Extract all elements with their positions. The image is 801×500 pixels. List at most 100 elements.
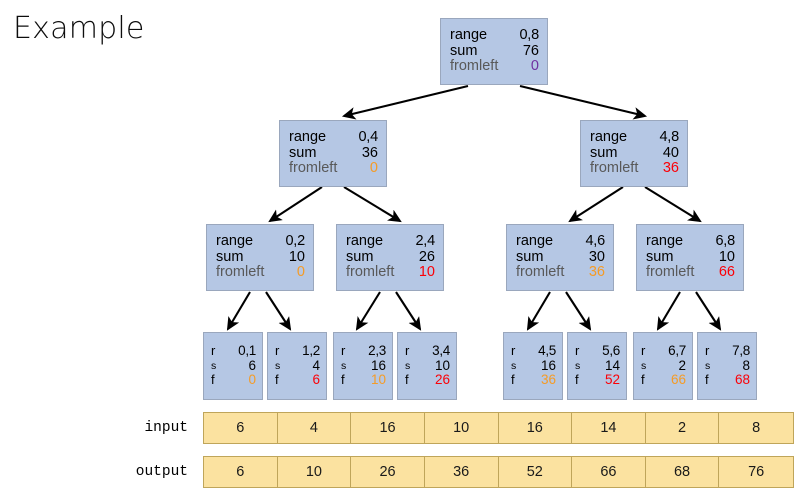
node-value-range: 0,4 (358, 129, 378, 146)
tree-node-l1-0[interactable]: range 0,4 sum 36 fromleft 0 (279, 120, 387, 187)
leaf-key-s: s (211, 359, 217, 372)
output-cell[interactable]: 6 (204, 457, 278, 487)
node-row-fromleft: fromleft 66 (637, 265, 743, 281)
leaf-row-sum: s 14 (568, 357, 626, 374)
output-cell[interactable]: 66 (572, 457, 646, 487)
tree-leaf-5[interactable]: r 5,6 s 14 f 52 (567, 332, 627, 400)
leaf-key-s: s (641, 359, 647, 372)
leaf-value-sum: 10 (434, 357, 450, 373)
input-cell[interactable]: 10 (425, 413, 499, 443)
output-cell[interactable]: 26 (351, 457, 425, 487)
node-key-range: range (289, 129, 327, 146)
input-cell[interactable]: 16 (499, 413, 573, 443)
tree-node-l1-1[interactable]: range 4,8 sum 40 fromleft 36 (580, 120, 688, 187)
output-cell[interactable]: 36 (425, 457, 499, 487)
leaf-key-r: r (575, 343, 580, 359)
leaf-key-f: f (211, 372, 215, 388)
tree-leaf-1[interactable]: r 1,2 s 4 f 6 (267, 332, 327, 400)
input-cell[interactable]: 2 (646, 413, 720, 443)
node-value-sum: 76 (522, 42, 539, 59)
node-key-sum: sum (289, 144, 317, 161)
tree-leaf-6[interactable]: r 6,7 s 2 f 66 (633, 332, 693, 400)
output-cell[interactable]: 68 (646, 457, 720, 487)
node-key-range: range (216, 233, 254, 250)
leaf-row-range: r 7,8 (698, 344, 756, 359)
leaf-row-fromleft: f 26 (398, 373, 456, 388)
node-value-fromleft: 10 (418, 264, 435, 281)
node-row-range: range 4,8 (581, 129, 687, 146)
tree-node-l2-0[interactable]: range 0,2 sum 10 fromleft 0 (206, 224, 314, 291)
output-cell[interactable]: 76 (748, 464, 765, 480)
tree-leaf-7[interactable]: r 7,8 s 8 f 68 (697, 332, 757, 400)
input-cell[interactable]: 4 (278, 413, 352, 443)
node-value-fromleft: 66 (718, 264, 735, 281)
tree-node-l2-1[interactable]: range 2,4 sum 26 fromleft 10 (336, 224, 444, 291)
leaf-value-range: 5,6 (602, 343, 620, 359)
leaf-key-r: r (275, 343, 280, 359)
node-value-sum: 30 (588, 248, 605, 265)
leaf-row-range: r 0,1 (204, 344, 262, 359)
node-key-range: range (346, 233, 384, 250)
leaf-value-fromleft: 0 (248, 372, 256, 388)
leaf-key-s: s (511, 359, 517, 372)
leaf-key-s: s (405, 359, 411, 372)
input-cell[interactable]: 14 (572, 413, 646, 443)
node-row-range: range 0,4 (280, 129, 386, 146)
leaf-value-fromleft: 10 (370, 372, 386, 388)
node-value-fromleft: 36 (588, 264, 605, 281)
leaf-row-fromleft: f 6 (268, 373, 326, 388)
tree-node-l2-3[interactable]: range 6,8 sum 10 fromleft 66 (636, 224, 744, 291)
leaf-value-sum: 16 (540, 357, 556, 373)
node-key-sum: sum (450, 42, 478, 59)
node-row-fromleft: fromleft 0 (280, 161, 386, 177)
node-value-range: 4,8 (659, 129, 679, 146)
node-row-sum: sum 40 (581, 144, 687, 162)
output-cell[interactable]: 52 (499, 457, 573, 487)
leaf-value-sum: 8 (742, 357, 750, 373)
node-key-fromleft: fromleft (216, 264, 265, 281)
leaf-key-r: r (641, 343, 646, 359)
node-row-range: range 6,8 (637, 233, 743, 250)
leaf-value-fromleft: 26 (434, 372, 450, 388)
tree-leaf-3[interactable]: r 3,4 s 10 f 26 (397, 332, 457, 400)
leaf-row-fromleft: f 0 (204, 373, 262, 388)
leaf-value-range: 4,5 (538, 343, 556, 359)
leaf-key-r: r (405, 343, 410, 359)
leaf-row-fromleft: f 66 (634, 373, 692, 388)
node-row-sum: sum 30 (507, 248, 613, 266)
tree-leaf-0[interactable]: r 0,1 s 6 f 0 (203, 332, 263, 400)
tree-node-root[interactable]: range 0,8 sum 76 fromleft 0 (440, 18, 548, 85)
output-array[interactable]: 6 10 26 36 52 66 68 76 (203, 456, 794, 488)
tree-leaf-4[interactable]: r 4,5 s 16 f 36 (503, 332, 563, 400)
node-value-sum: 36 (361, 144, 378, 161)
leaf-key-f: f (511, 372, 515, 388)
leaf-row-fromleft: f 68 (698, 373, 756, 388)
node-value-sum: 10 (288, 248, 305, 265)
input-cell[interactable]: 8 (752, 420, 761, 436)
node-value-fromleft: 0 (369, 160, 378, 177)
output-array-label: output (135, 464, 188, 480)
tree-leaf-2[interactable]: r 2,3 s 16 f 10 (333, 332, 393, 400)
input-cell[interactable]: 16 (351, 413, 425, 443)
leaf-key-r: r (705, 343, 710, 359)
leaf-row-range: r 4,5 (504, 344, 562, 359)
node-key-sum: sum (516, 248, 544, 265)
leaf-value-sum: 14 (604, 357, 620, 373)
node-key-range: range (646, 233, 684, 250)
leaf-row-sum: s 8 (698, 357, 756, 374)
node-value-range: 6,8 (715, 233, 735, 250)
input-array[interactable]: 6 4 16 10 16 14 2 8 (203, 412, 794, 444)
leaf-key-s: s (275, 359, 281, 372)
output-cell[interactable]: 10 (278, 457, 352, 487)
node-row-range: range 0,8 (441, 27, 547, 44)
leaf-key-r: r (511, 343, 516, 359)
node-key-sum: sum (590, 144, 618, 161)
leaf-value-fromleft: 68 (734, 372, 750, 388)
leaf-value-range: 7,8 (732, 343, 750, 359)
input-cell[interactable]: 6 (204, 413, 278, 443)
leaf-value-range: 1,2 (302, 343, 320, 359)
page-title: Example (13, 11, 145, 46)
tree-node-l2-2[interactable]: range 4,6 sum 30 fromleft 36 (506, 224, 614, 291)
node-row-range: range 2,4 (337, 233, 443, 250)
leaf-row-fromleft: f 52 (568, 373, 626, 388)
